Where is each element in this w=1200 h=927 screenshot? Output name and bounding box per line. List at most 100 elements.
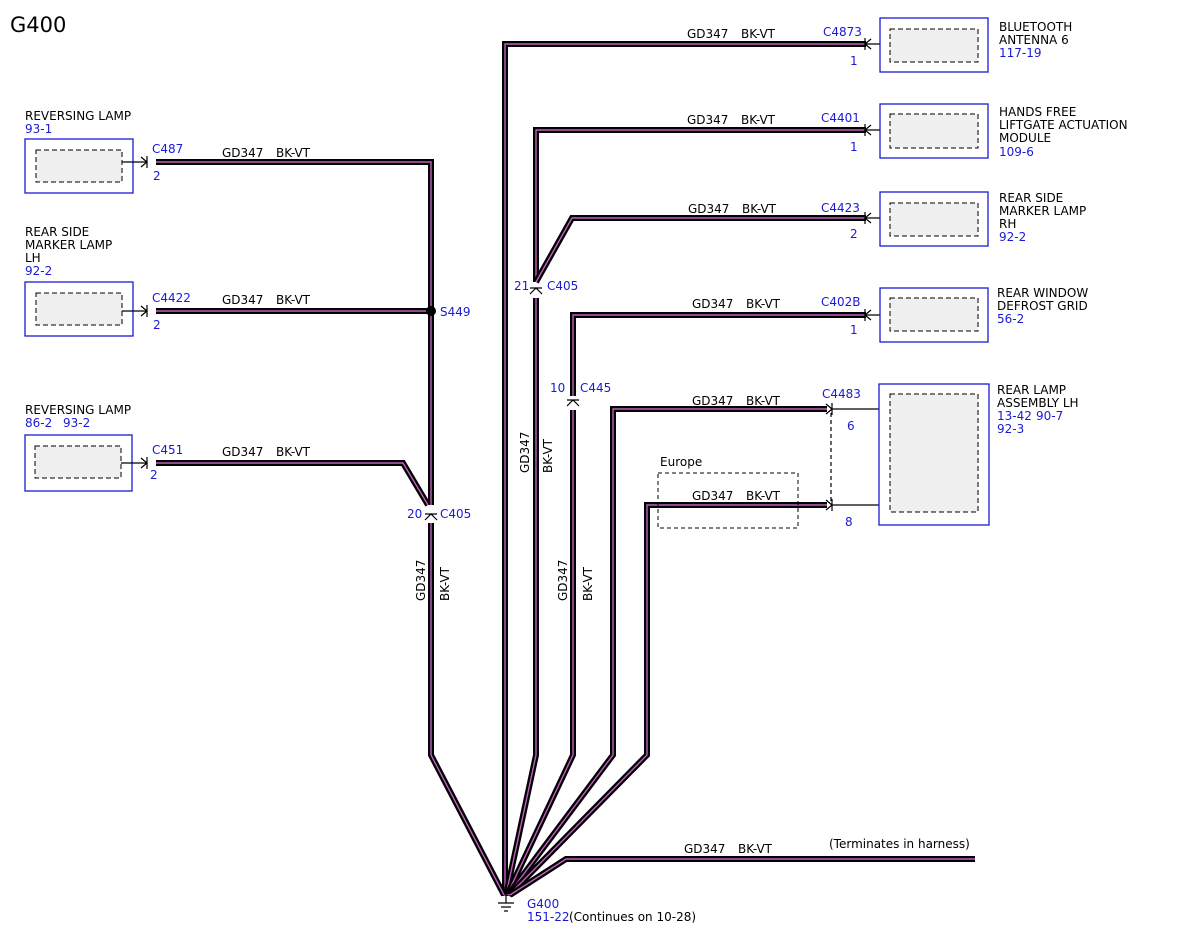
page-ref-link[interactable]: 92-3 (997, 422, 1024, 436)
connector-id[interactable]: C451 (152, 443, 183, 457)
component-rear-lamp-assembly-lh[interactable]: REAR LAMP ASSEMBLY LH 13-42 90-7 92-3 (878, 383, 1079, 526)
circuit-label: GD347 (692, 394, 733, 408)
pin-number: 2 (850, 227, 858, 241)
circuit-label: GD347 (556, 560, 570, 601)
wire-terminates (508, 856, 975, 898)
color-label: BK-VT (276, 146, 311, 160)
page-ref-link[interactable]: 93-2 (63, 416, 90, 430)
color-label: BK-VT (741, 27, 776, 41)
connector-id[interactable]: C402B (821, 295, 861, 309)
page-ref-link[interactable]: 117-19 (999, 46, 1042, 60)
color-label: BK-VT (276, 445, 311, 459)
connector-id[interactable]: C4401 (821, 111, 860, 125)
connector-c4423: C4423 2 (821, 201, 890, 241)
component-name: HANDS FREE (999, 105, 1076, 119)
ground-g400[interactable]: G400 151-22 (Continues on 10-28) (498, 894, 696, 924)
circuit-label: GD347 (222, 445, 263, 459)
circuit-label: GD347 (222, 146, 263, 160)
connector-c487: C487 2 (122, 142, 183, 183)
circuit-label: GD347 (692, 489, 733, 503)
component-name: REVERSING LAMP (25, 403, 131, 417)
page-ref-link[interactable]: 109-6 (999, 145, 1034, 159)
page-ref-link[interactable]: 13-42 (997, 409, 1032, 423)
connector-id[interactable]: C405 (440, 507, 471, 521)
component-name: ANTENNA 6 (999, 33, 1069, 47)
ground-icon (498, 894, 514, 912)
pin-number: 10 (550, 381, 565, 395)
circuit-label: GD347 (692, 297, 733, 311)
page-ref-link[interactable]: 56-2 (997, 312, 1024, 326)
pin-number: 8 (845, 515, 853, 529)
component-name: BLUETOOTH (999, 20, 1072, 34)
connector-pin-symbol (566, 399, 580, 407)
wire-c402b (570, 312, 866, 396)
wire-label-c487: GD347 BK-VT (222, 146, 311, 160)
component-rear-side-marker-rh[interactable]: REAR SIDE MARKER LAMP RH 92-2 (879, 191, 1086, 247)
component-inner (889, 393, 979, 513)
europe-option-group: Europe GD347 BK-VT (657, 455, 799, 529)
splice-dot (426, 306, 436, 316)
component-hands-free-liftgate[interactable]: HANDS FREE LIFTGATE ACTUATION MODULE 109… (879, 103, 1128, 159)
component-inner (35, 149, 123, 183)
component-reversing-lamp-lh[interactable]: REVERSING LAMP 86-2 93-2 (24, 403, 133, 492)
wire-c487 (156, 159, 434, 505)
splice-s449[interactable]: S449 (426, 305, 471, 319)
pin-number: 1 (850, 54, 858, 68)
component-inner (35, 292, 123, 326)
circuit-label: GD347 (684, 842, 725, 856)
color-label: BK-VT (746, 297, 781, 311)
page-ref-link[interactable]: 92-2 (999, 230, 1026, 244)
page-ref-link[interactable]: 93-1 (25, 122, 52, 136)
page-ref-link[interactable]: 86-2 (25, 416, 52, 430)
connector-id[interactable]: C4873 (823, 25, 862, 39)
wire-c4401 (533, 127, 866, 282)
component-reversing-lamp-rh[interactable]: REVERSING LAMP 93-1 (24, 109, 134, 194)
connector-pin-symbol (424, 513, 438, 521)
ground-id: G400 (527, 897, 559, 911)
wire-label-c4401: GD347 BK-VT (687, 113, 776, 127)
color-label: BK-VT (276, 293, 311, 307)
circuit-label: GD347 (518, 432, 532, 473)
component-name: ASSEMBLY LH (997, 396, 1079, 410)
pin-number: 2 (153, 318, 161, 332)
wire-c405-right-down (503, 298, 539, 896)
component-rear-window-defrost[interactable]: REAR WINDOW DEFROST GRID 56-2 (879, 286, 1088, 343)
wire-c4423 (533, 215, 866, 284)
component-bluetooth-antenna[interactable]: BLUETOOTH ANTENNA 6 117-19 (879, 17, 1072, 73)
wire-c4483-pin8 (506, 502, 827, 898)
pin-number: 21 (514, 279, 529, 293)
connector-id[interactable]: C405 (547, 279, 578, 293)
circuit-label: GD347 (688, 202, 729, 216)
wire-label-c402b: GD347 BK-VT (692, 297, 781, 311)
pin-number: 2 (153, 169, 161, 183)
component-name: REVERSING LAMP (25, 109, 131, 123)
connector-c4483: C4483 6 8 (822, 387, 890, 529)
connector-id[interactable]: C487 (152, 142, 183, 156)
component-name: REAR SIDE (999, 191, 1063, 205)
color-label: BK-VT (746, 394, 781, 408)
pin-number: 20 (407, 507, 422, 521)
page-ref-link[interactable]: 92-2 (25, 264, 52, 278)
page-ref-link[interactable]: 90-7 (1036, 409, 1063, 423)
component-inner (889, 28, 979, 63)
connector-id[interactable]: C445 (580, 381, 611, 395)
connector-pin-symbol (122, 156, 148, 168)
wire-c4483-pin6 (505, 406, 827, 897)
component-rear-side-marker-lh[interactable]: REAR SIDE MARKER LAMP LH 92-2 (24, 225, 134, 337)
page-ref-link[interactable]: 151-22 (527, 910, 570, 924)
wire-label-c451: GD347 BK-VT (222, 445, 311, 459)
component-name: MODULE (999, 131, 1051, 145)
connector-c451: C451 2 (121, 443, 183, 482)
wire-label-c4873: GD347 BK-VT (687, 27, 776, 41)
component-name: DEFROST GRID (997, 299, 1088, 313)
component-name: MARKER LAMP (999, 204, 1086, 218)
connector-id[interactable]: C4422 (152, 291, 191, 305)
connector-id[interactable]: C4483 (822, 387, 861, 401)
wire-label-c405-right-trunk: GD347 BK-VT (518, 432, 555, 473)
color-label: BK-VT (746, 489, 781, 503)
connector-id[interactable]: C4423 (821, 201, 860, 215)
component-name: MARKER LAMP (25, 238, 112, 252)
component-inner (889, 297, 979, 332)
